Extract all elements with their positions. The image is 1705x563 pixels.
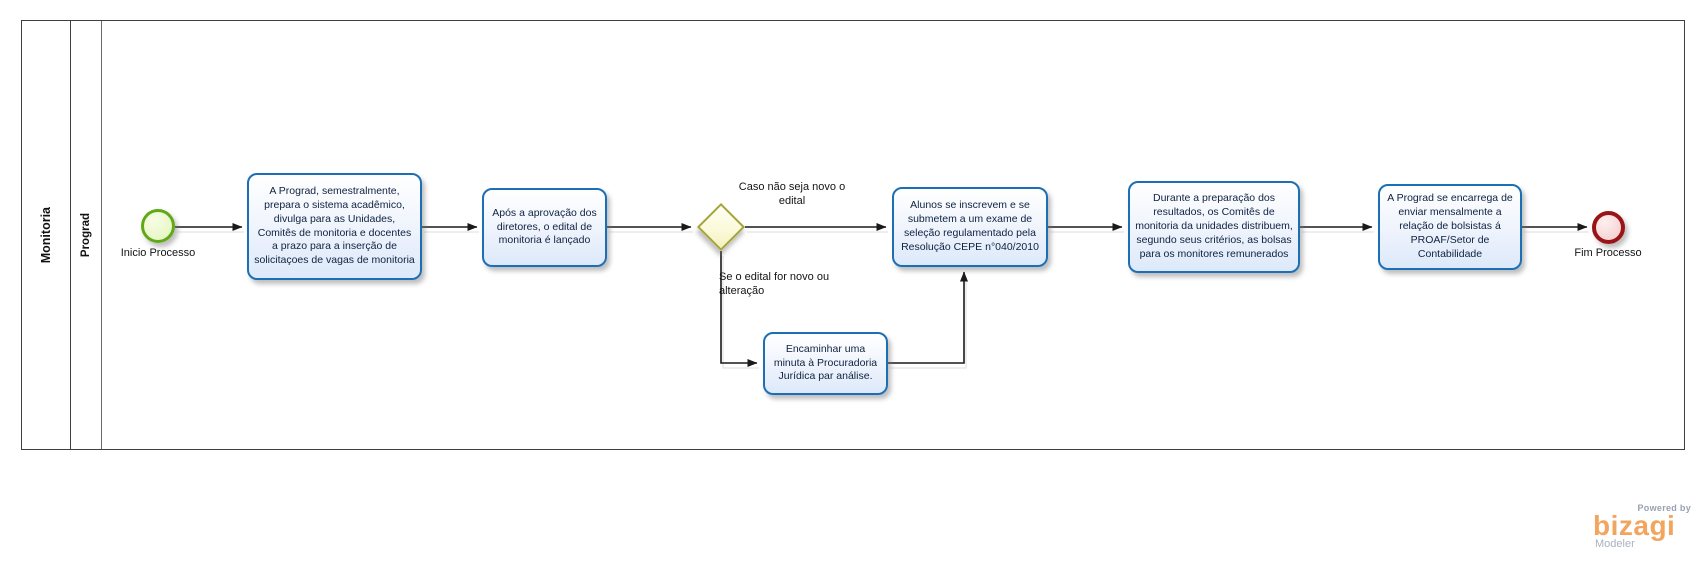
gateway-label-yes: Se o edital for novo ou alteração [719,271,830,297]
bizagi-modeler-text: Modeler [1595,538,1635,550]
task-encaminhar-minuta[interactable]: Encaminhar uma minuta à Procuradoria Jur… [763,332,888,395]
task-alunos-inscrevem-label: Alunos se inscrevem e se submetem a um e… [901,199,1039,253]
powered-by-text: Powered by [1637,503,1691,513]
lane-name-band[interactable]: Prograd [71,21,102,449]
task-distribuicao-bolsas[interactable]: Durante a preparação dos resultados, os … [1128,181,1300,273]
bizagi-logo: Powered by bizagi Modeler [1593,503,1693,550]
gateway-label-no: Caso não seja novo o edital [738,181,846,207]
start-event-label: Inicio Processo [120,247,196,259]
task-alunos-inscrevem[interactable]: Alunos se inscrevem e se submetem a um e… [892,187,1048,267]
task-edital-lancado-label: Após a aprovação dos diretores, o edital… [492,206,597,247]
task-encaminhar-minuta-label: Encaminhar uma minuta à Procuradoria Jur… [773,342,878,383]
start-event[interactable] [141,209,175,243]
lane-name: Prograd [80,212,92,258]
bizagi-wordmark: bizagi [1593,510,1676,541]
task-edital-lancado[interactable]: Após a aprovação dos diretores, o edital… [482,188,607,267]
task-envio-relacao-label: A Prograd se encarrega de enviar mensalm… [1387,192,1513,260]
task-prepara-sistema[interactable]: A Prograd, semestralmente, prepara o sis… [247,173,422,280]
end-event[interactable] [1592,211,1625,244]
pool-name: Monitoria [39,206,53,264]
end-event-label: Fim Processo [1574,247,1642,259]
task-distribuicao-bolsas-label: Durante a preparação dos resultados, os … [1135,192,1293,260]
task-envio-relacao[interactable]: A Prograd se encarrega de enviar mensalm… [1378,184,1522,270]
task-prepara-sistema-label: A Prograd, semestralmente, prepara o sis… [254,184,415,267]
pool-name-band[interactable]: Monitoria [22,21,71,449]
